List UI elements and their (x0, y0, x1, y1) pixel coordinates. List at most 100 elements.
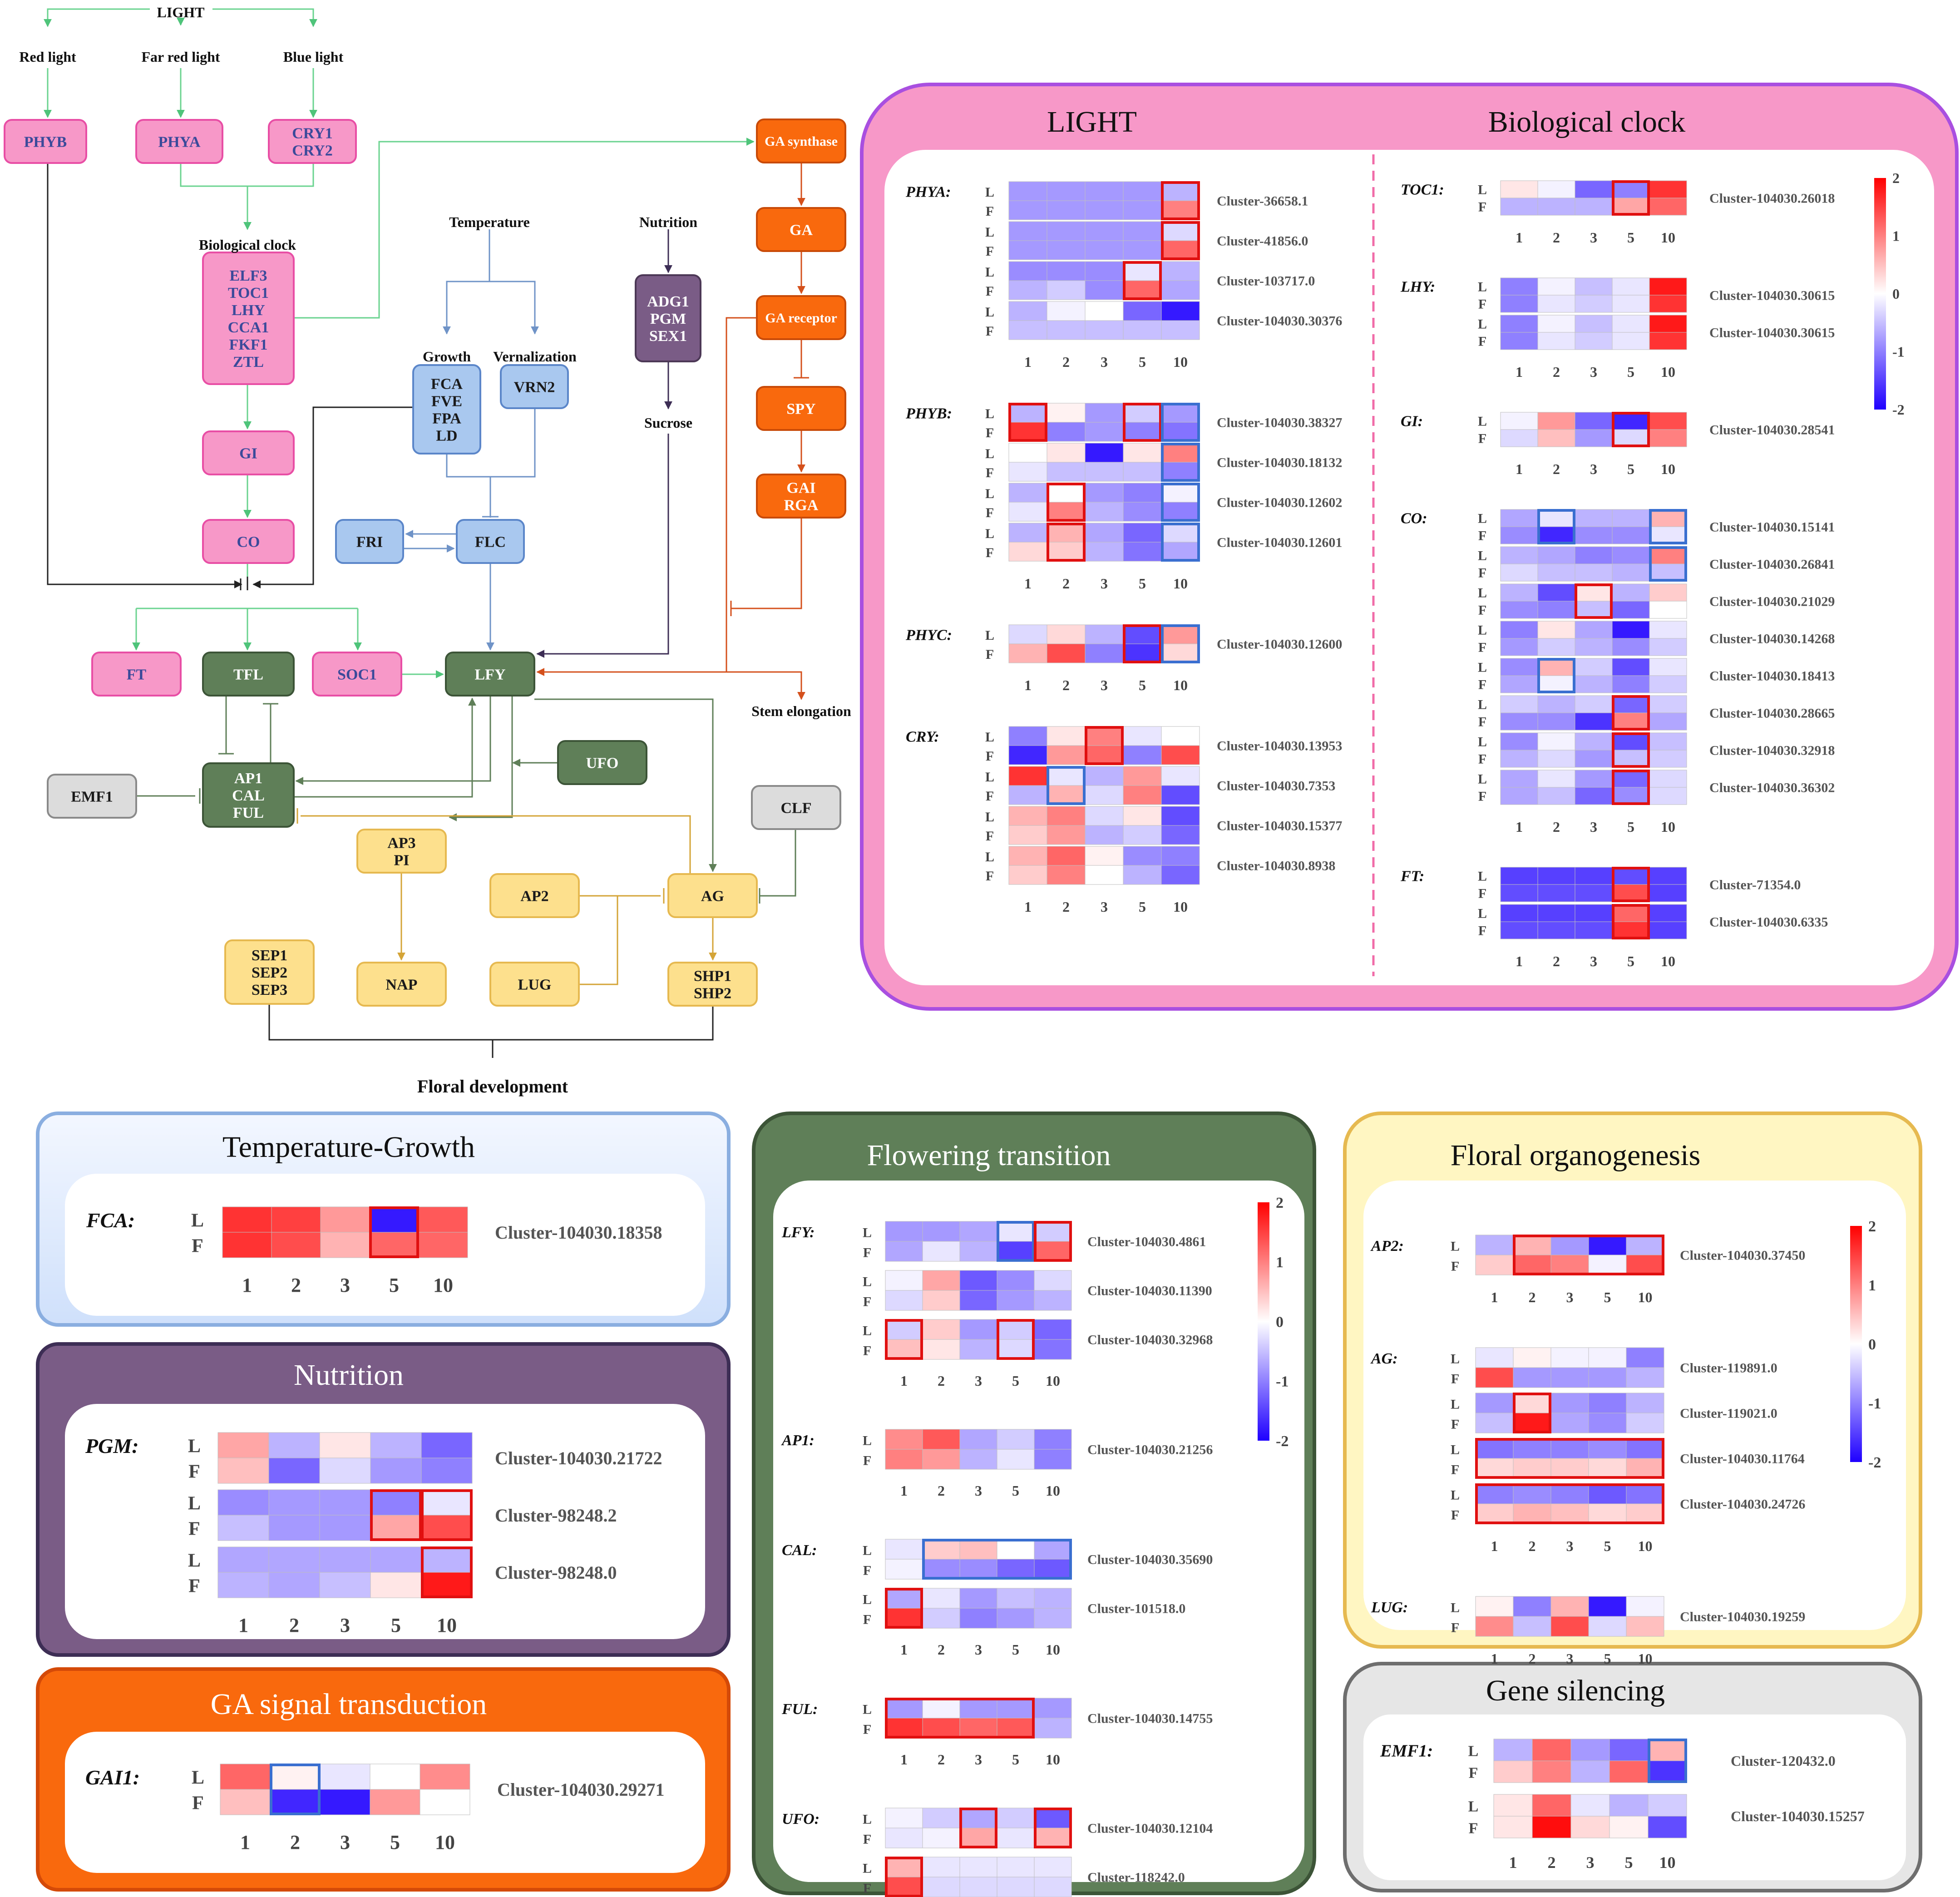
row-label-L: L (863, 1812, 872, 1827)
highlight-box (885, 1698, 1035, 1739)
node-label: SOC1 (337, 666, 377, 683)
heatmap-cell (1161, 301, 1200, 321)
heatmap-cell (1123, 443, 1162, 463)
axis-tick: 1 (1516, 819, 1523, 835)
heatmap-cell (320, 1232, 370, 1258)
node-label: AG (701, 888, 724, 904)
highlight-box (1513, 1235, 1664, 1275)
heatmap-cell (1161, 320, 1200, 340)
row-label-F: F (1451, 1259, 1459, 1274)
heatmap-cell (370, 1432, 422, 1458)
heatmap-cell (1626, 1483, 1664, 1504)
heatmap-cell (1123, 643, 1162, 663)
heatmap-cell (320, 1206, 370, 1233)
axis-tick: 1 (900, 1641, 908, 1658)
node-label: FLC (475, 534, 506, 550)
node-phya: PHYA (135, 119, 223, 164)
colorbar-tick: 2 (1892, 170, 1900, 186)
pathway-label: Sucrose (644, 415, 692, 431)
heatmap-cell (1161, 403, 1200, 423)
heatmap-cell (1537, 750, 1575, 768)
node-label: FKF1 (229, 336, 268, 353)
heatmap-panel-light: PHYA:LFCluster-36658.1LFCluster-41856.0L… (905, 181, 1342, 915)
node-label: RGA (784, 497, 819, 514)
heatmap-cell (319, 1489, 371, 1516)
heatmap-cell (1550, 1347, 1589, 1368)
heatmap-cell (1085, 865, 1124, 885)
highlight-box (1047, 483, 1086, 522)
heatmap-cell (922, 1339, 960, 1360)
heatmap-cell (1612, 732, 1650, 751)
row-label-F: F (986, 869, 994, 884)
heatmap-cell (1123, 785, 1162, 805)
heatmap-cell (370, 1515, 422, 1541)
heatmap-cell (1612, 675, 1650, 693)
heatmap-cell (418, 1206, 468, 1233)
cluster-label: Cluster-104030.6335 (1709, 915, 1828, 930)
heatmap-cell (1161, 806, 1200, 826)
cluster-label: Cluster-104030.24726 (1680, 1497, 1805, 1512)
heatmap-cell (1047, 200, 1086, 220)
axis-tick: 2 (1062, 354, 1070, 370)
heatmap-cell (1047, 462, 1086, 482)
heatmap-cell (1612, 770, 1650, 788)
row-label-F: F (986, 505, 994, 520)
heatmap-cell (885, 1319, 923, 1340)
cluster-label: Cluster-98248.0 (495, 1562, 617, 1583)
node-label: GI (239, 445, 257, 462)
axis-tick: 3 (1590, 819, 1597, 835)
heatmap-cell (1500, 180, 1538, 198)
node-label: TOC1 (228, 285, 269, 301)
nutrition-panel-title: Nutrition (294, 1359, 404, 1392)
heatmap-cell (885, 1539, 923, 1560)
row-label-F: F (863, 1722, 871, 1737)
heatmap-cell (1513, 1596, 1551, 1617)
heatmap-cell (1575, 563, 1613, 582)
heatmap-cell (1570, 1816, 1610, 1838)
heatmap-cell (1500, 546, 1538, 564)
node-label: ADG1 (647, 293, 689, 310)
axis-tick: 3 (975, 1751, 982, 1768)
node-label: UFO (586, 755, 619, 771)
cluster-label: Cluster-104030.21029 (1709, 594, 1835, 609)
heatmap-cell (1008, 320, 1047, 340)
gene-name: CO: (1401, 510, 1427, 527)
heatmap-cell (1008, 806, 1047, 826)
row-label-L: L (985, 185, 994, 200)
heatmap-cell (1047, 502, 1086, 522)
axis-tick: 2 (1529, 1289, 1536, 1305)
heatmap-cell (1500, 904, 1538, 922)
heatmap-cell (997, 1857, 1035, 1877)
row-label-F: F (188, 1576, 200, 1597)
axis-tick: 3 (1101, 575, 1108, 592)
node-box (335, 519, 404, 564)
heatmap-cell (418, 1232, 468, 1258)
row-label-L: L (985, 305, 994, 320)
pathway-label: Far red light (141, 49, 220, 65)
heatmap-cell (885, 1608, 923, 1629)
row-label-F: F (1451, 1462, 1459, 1477)
axis-tick: 5 (1139, 575, 1146, 592)
row-label-F: F (1478, 200, 1486, 215)
row-label-L: L (1478, 548, 1487, 563)
cluster-label: Cluster-104030.15141 (1709, 520, 1835, 535)
pathway-label: Red light (19, 49, 76, 65)
heatmap-cell (220, 1764, 271, 1790)
heatmap-cell (369, 1232, 419, 1258)
heatmap-cell (1612, 787, 1650, 805)
highlight-box (1513, 1393, 1551, 1433)
cluster-label: Cluster-120432.0 (1731, 1753, 1836, 1769)
heatmap-cell (1575, 277, 1613, 296)
node-label: SPY (786, 400, 815, 417)
heatmap-cell (997, 1698, 1035, 1719)
heatmap-cell (421, 1515, 473, 1541)
row-label-L: L (1478, 586, 1487, 601)
row-label-F: F (1451, 1507, 1459, 1522)
